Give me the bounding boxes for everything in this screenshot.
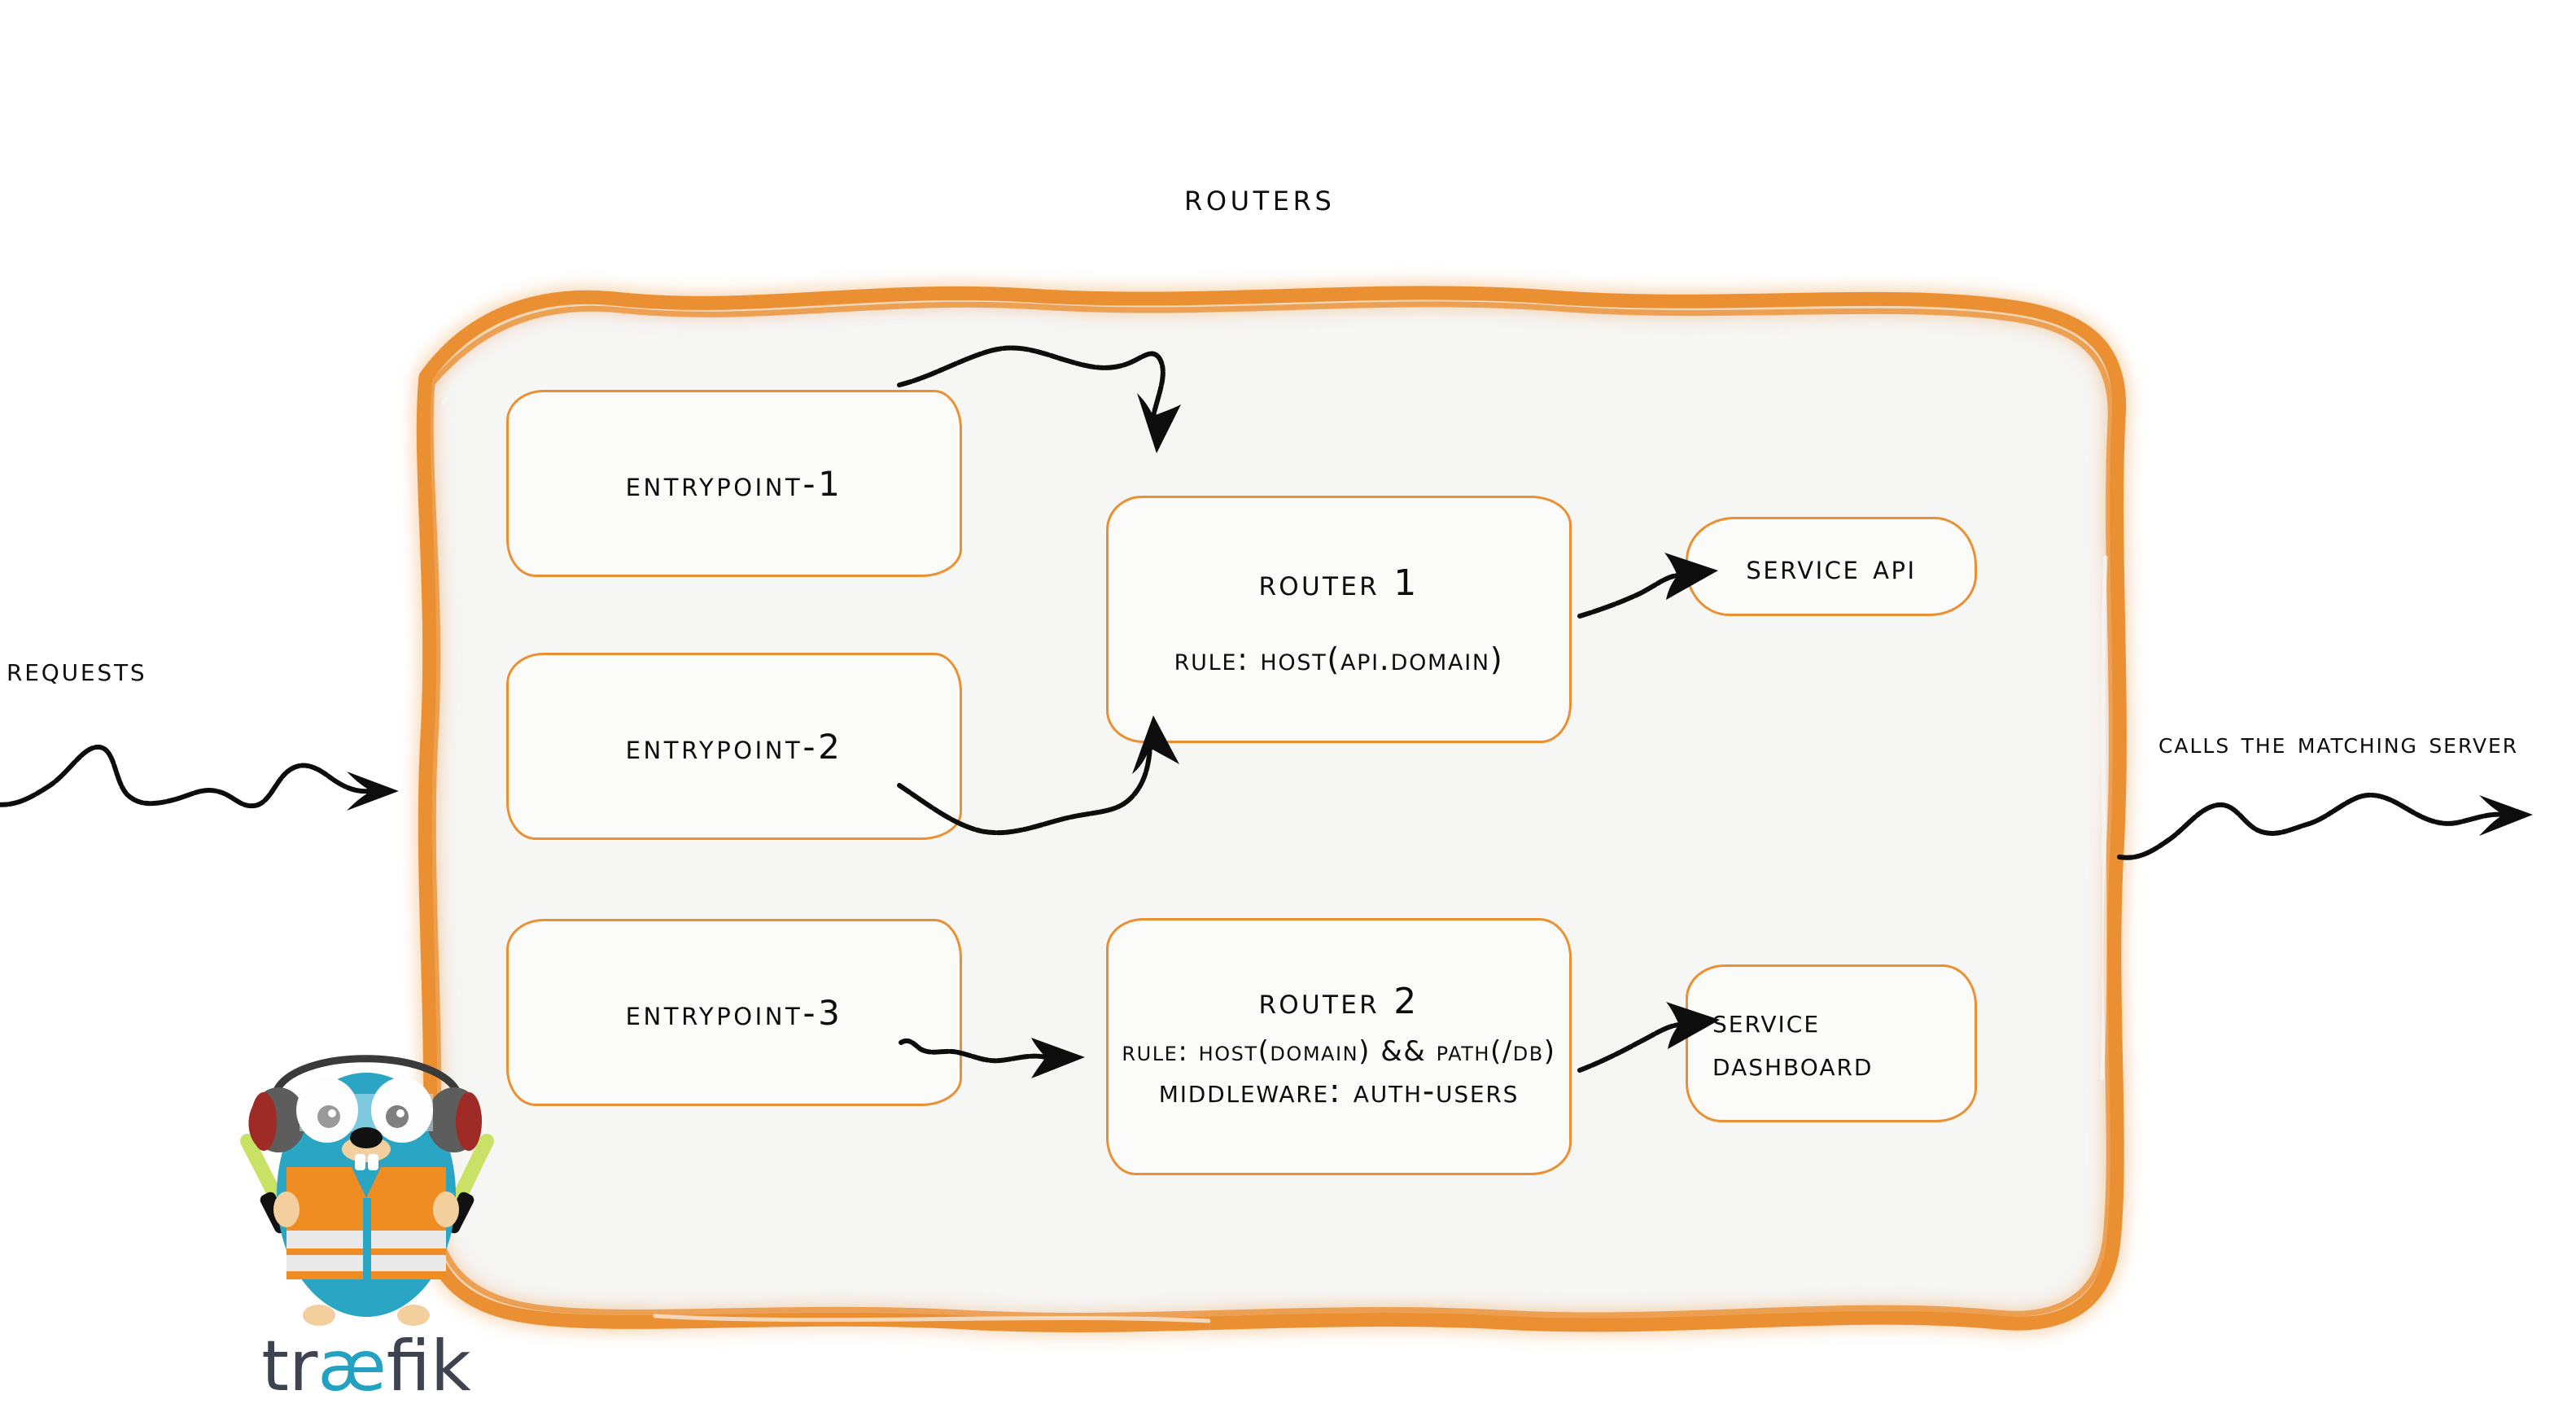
hand-right: [433, 1192, 459, 1227]
foot-left: [303, 1305, 335, 1326]
router-2-middleware: Middleware: auth-users: [1158, 1072, 1520, 1110]
headphone-band-icon: [271, 1055, 463, 1100]
headphone-cup-left-icon: [248, 1087, 306, 1152]
hand-left: [273, 1192, 300, 1227]
traefik-wordmark: træfik: [261, 1326, 471, 1407]
entrypoint-3-label: entrypoint-3: [625, 992, 843, 1033]
calls-matching-server-label: Calls the matching server: [2158, 727, 2519, 760]
requests-label: Requests: [7, 651, 147, 689]
router-1-title: Router 1: [1258, 562, 1419, 604]
service-dashboard-label-line1: Service: [1712, 1003, 1821, 1041]
tooth-left: [355, 1154, 365, 1170]
service-dashboard-label-line2: Dashboard: [1712, 1046, 1874, 1083]
entrypoint-3-box[interactable]: entrypoint-3: [506, 919, 962, 1106]
entrypoint-1-label: entrypoint-1: [625, 463, 843, 504]
headphone-cup-right-icon: [426, 1087, 482, 1152]
page-title: Routers: [1184, 175, 1336, 219]
requests-arrow-icon: [0, 745, 399, 811]
entrypoint-2-label: entrypoint-2: [625, 726, 843, 767]
router-2-box[interactable]: Router 2 rule: Host(domain) && Path(/db)…: [1106, 918, 1572, 1175]
service-api-box[interactable]: Service API: [1686, 517, 1977, 616]
routers-container: entrypoint-1 entrypoint-2 entrypoint-3 R…: [411, 281, 2132, 1339]
foot-right: [397, 1305, 430, 1326]
entrypoint-2-box[interactable]: entrypoint-2: [506, 653, 962, 840]
router-1-box[interactable]: Router 1 rule: Host(api.domain): [1106, 496, 1572, 743]
traefik-logo: træfik: [228, 1035, 505, 1408]
router-2-rule: rule: Host(domain) && Path(/db): [1122, 1035, 1556, 1069]
entrypoint-1-box[interactable]: entrypoint-1: [506, 390, 962, 577]
eye-left: [296, 1078, 358, 1143]
tooth-right: [368, 1154, 378, 1170]
service-dashboard-box[interactable]: Service Dashboard: [1686, 964, 1977, 1122]
calls-arrow-icon: [2117, 793, 2533, 860]
nose-icon: [350, 1127, 383, 1148]
eye-right: [371, 1078, 433, 1143]
service-api-label: Service API: [1746, 546, 1917, 587]
safety-vest: [286, 1167, 446, 1279]
traefik-gopher-mascot-icon: træfik: [240, 1055, 494, 1407]
router-1-rule: rule: Host(api.domain): [1174, 641, 1504, 677]
router-2-title: Router 2: [1258, 981, 1419, 1023]
